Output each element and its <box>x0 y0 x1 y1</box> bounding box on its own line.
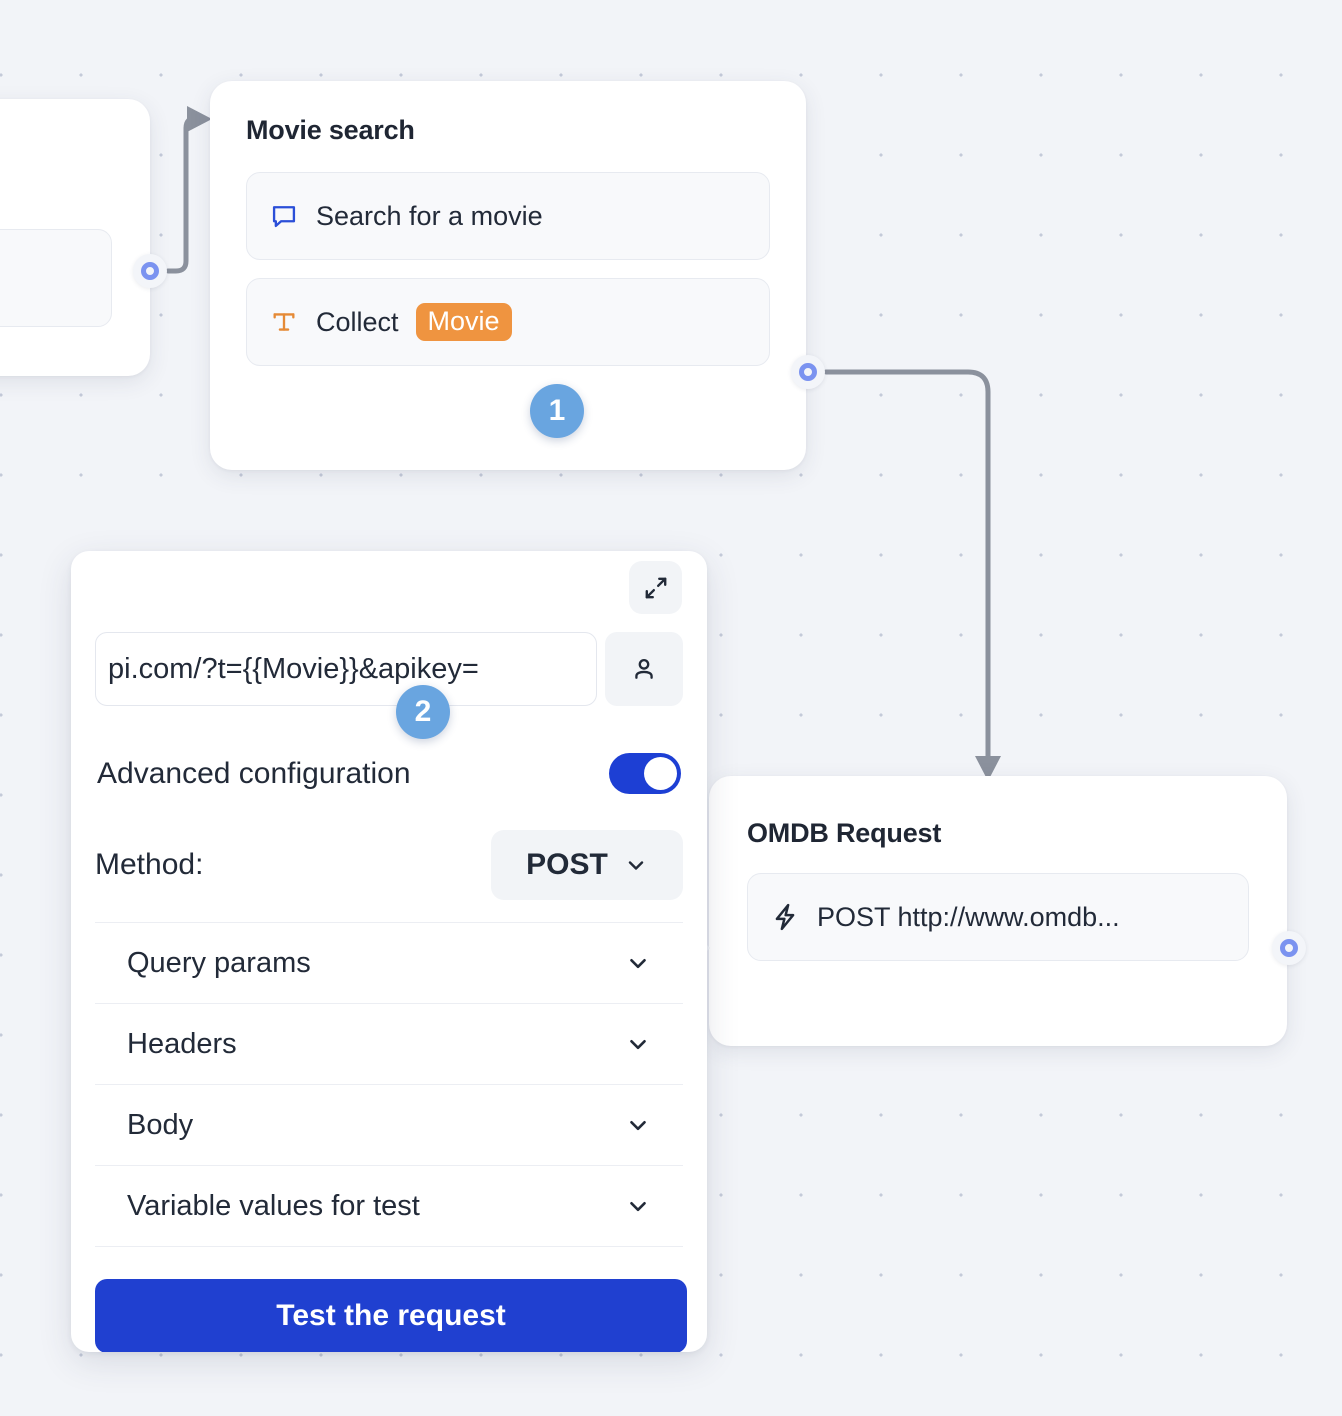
accordion-headers[interactable]: Headers <box>95 1004 683 1085</box>
person-icon[interactable] <box>605 632 683 706</box>
accordion-body[interactable]: Body <box>95 1085 683 1166</box>
node-title: Movie search <box>246 115 415 145</box>
url-row <box>95 632 683 706</box>
method-select[interactable]: POST <box>491 830 683 900</box>
node-row-label: Collect <box>316 306 399 337</box>
chevron-down-icon <box>625 950 651 976</box>
chevron-down-icon <box>624 853 648 877</box>
accordion-label: Query params <box>127 946 311 979</box>
lightning-bolt-icon <box>770 902 800 932</box>
chevron-down-icon <box>625 1112 651 1138</box>
chevron-down-icon <box>625 1193 651 1219</box>
handle-output-movie-search[interactable] <box>791 355 825 389</box>
node-row-search-for-a-movie[interactable]: Search for a movie <box>246 172 770 260</box>
accordion-label: Body <box>127 1108 194 1141</box>
request-url-input[interactable] <box>95 632 597 706</box>
test-the-request-button[interactable]: Test the request <box>95 1279 687 1352</box>
accordion-variable-values-for-test[interactable]: Variable values for test <box>95 1166 683 1247</box>
accordion-label: Headers <box>127 1027 237 1060</box>
variable-chip-movie[interactable]: Movie <box>415 302 512 342</box>
method-row: Method: POST <box>95 830 683 923</box>
node-partial-left[interactable] <box>0 99 150 376</box>
node-movie-search[interactable]: Movie search Search for a movie Collect … <box>210 81 806 470</box>
expand-diagonal-icon[interactable] <box>629 561 682 614</box>
node-row-collect-movie[interactable]: Collect Movie <box>246 278 770 366</box>
text-type-icon <box>269 307 299 337</box>
chevron-down-icon <box>625 1031 651 1057</box>
speech-bubble-icon <box>269 201 299 231</box>
advanced-configuration-row: Advanced configuration <box>95 753 683 794</box>
handle-output-omdb-request[interactable] <box>1272 931 1306 965</box>
node-partial-row <box>0 229 112 327</box>
accordion-label: Variable values for test <box>127 1189 420 1222</box>
request-configuration-panel[interactable]: Advanced configuration Method: POST Quer… <box>71 551 707 1352</box>
node-title: OMDB Request <box>747 818 942 848</box>
node-row-label: POST http://www.omdb... <box>817 901 1120 932</box>
method-label: Method: <box>95 848 204 881</box>
accordion-query-params[interactable]: Query params <box>95 923 683 1004</box>
advanced-configuration-toggle[interactable] <box>609 753 681 794</box>
method-select-value: POST <box>526 848 608 881</box>
handle-output-partial-node[interactable] <box>133 254 167 288</box>
step-badge: 2 <box>396 685 450 739</box>
advanced-configuration-label: Advanced configuration <box>97 756 411 790</box>
node-omdb-request[interactable]: OMDB Request POST http://www.omdb... <box>709 776 1287 1046</box>
step-badge: 1 <box>530 384 584 438</box>
node-row-post-request[interactable]: POST http://www.omdb... <box>747 873 1249 961</box>
node-row-label: Search for a movie <box>316 200 543 231</box>
